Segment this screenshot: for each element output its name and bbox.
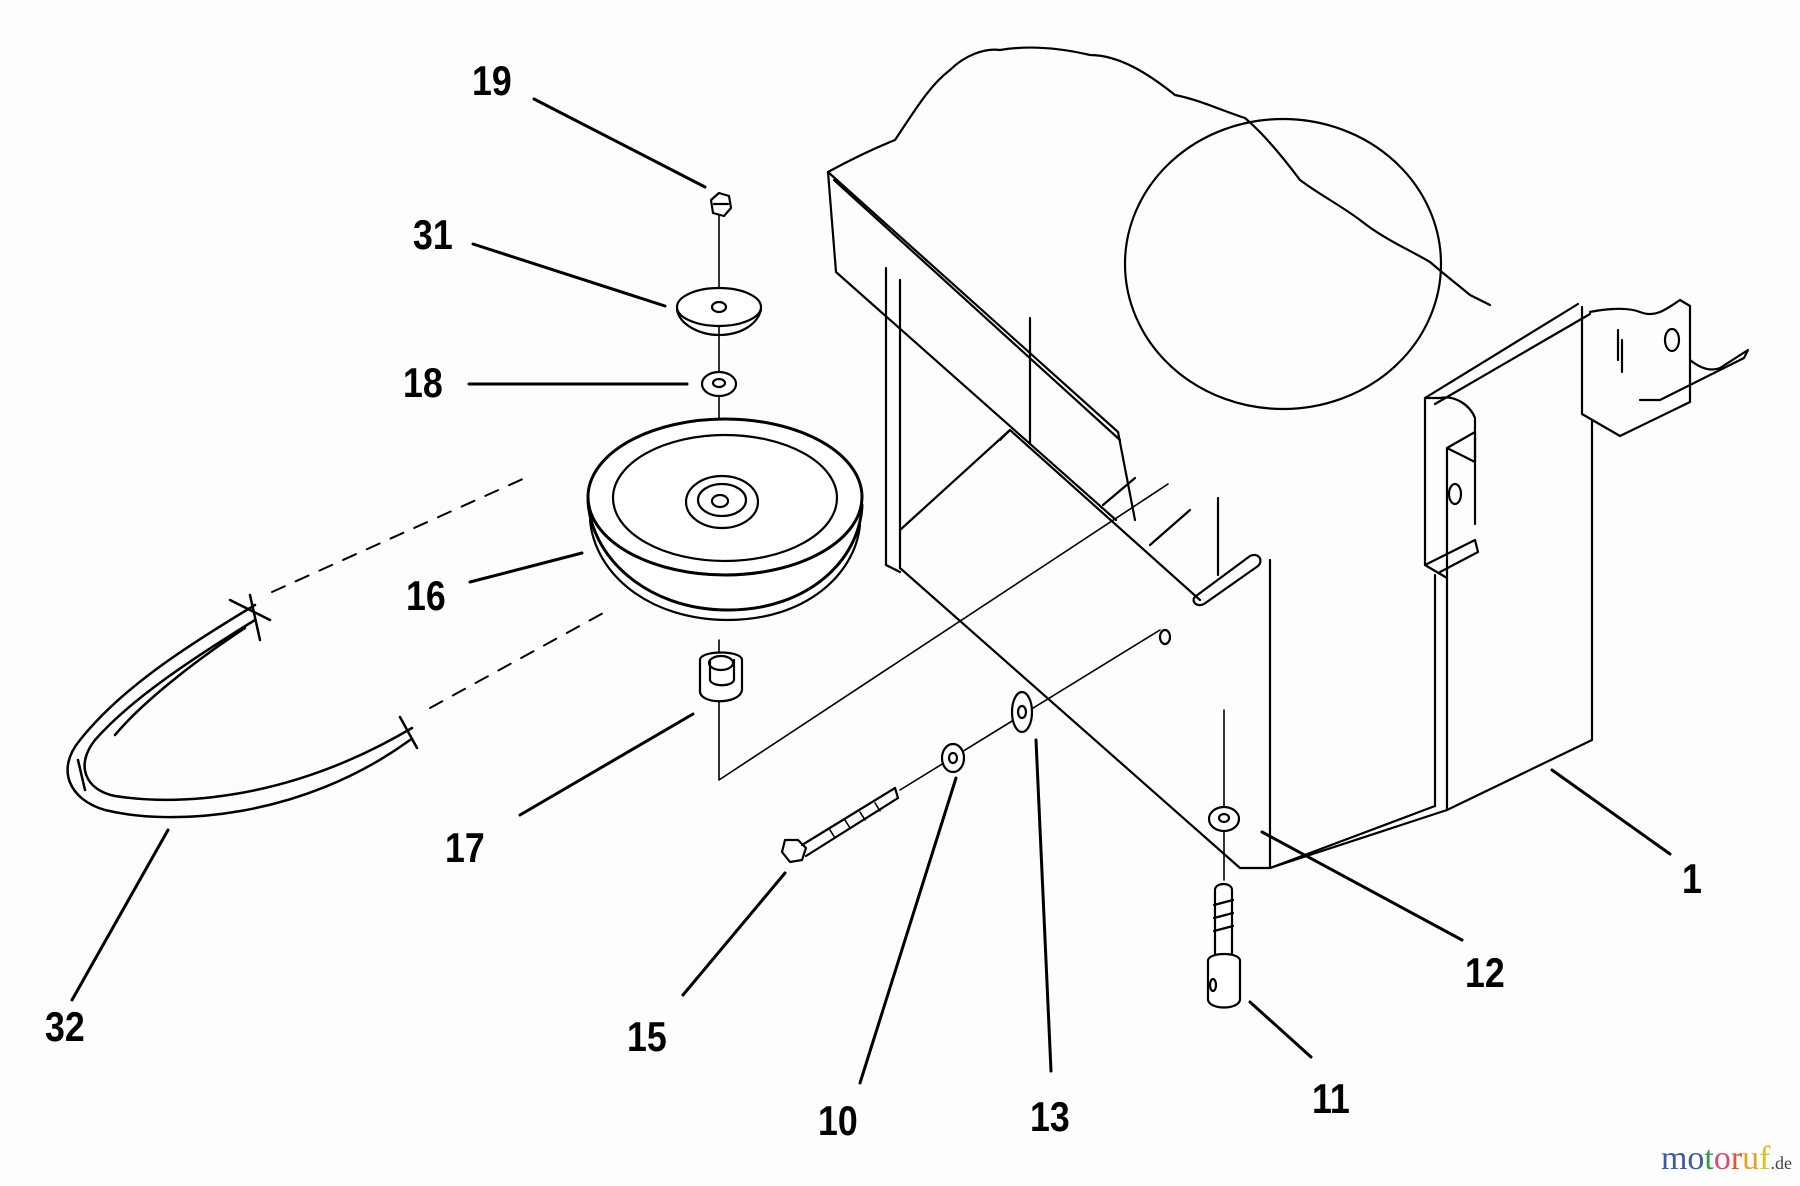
- logo-letter: r: [1730, 1140, 1743, 1177]
- bushing-part-17: [698, 651, 744, 703]
- callout-19: 19: [472, 57, 512, 104]
- callout-1: 1: [1682, 855, 1702, 902]
- callout-12: 12: [1465, 949, 1505, 996]
- leader-19: [532, 97, 707, 189]
- logo-letter: o: [1687, 1140, 1705, 1177]
- leader-17: [518, 712, 695, 817]
- engine-bracket-part-1: [826, 46, 1750, 870]
- right-flange: [1580, 298, 1692, 438]
- logo-tld: .de: [1770, 1153, 1793, 1173]
- left-flange: [1423, 396, 1477, 580]
- belt-guide-dashes: [271, 477, 606, 709]
- washer-part-18: [700, 370, 738, 398]
- washer-part-10: [940, 742, 966, 774]
- leader-10: [858, 776, 958, 1085]
- callout-13: 13: [1030, 1093, 1070, 1140]
- leader-11: [1248, 1000, 1313, 1059]
- callout-17: 17: [445, 824, 485, 871]
- logo-letter: u: [1742, 1140, 1760, 1177]
- nut-part-19: [709, 191, 733, 218]
- leader-31: [471, 242, 667, 308]
- leader-13: [1034, 738, 1053, 1073]
- callout-15: 15: [627, 1013, 667, 1060]
- bolt-hole: [1158, 628, 1172, 646]
- washer-part-12: [1207, 805, 1241, 833]
- leader-15: [681, 871, 787, 997]
- logo-letter: o: [1713, 1140, 1731, 1177]
- leader-1: [1550, 768, 1672, 856]
- bolt-part-15: [780, 786, 900, 864]
- leader-lines: [70, 97, 1672, 1085]
- callout-16: 16: [406, 572, 446, 619]
- leader-32: [70, 828, 170, 1002]
- callout-32: 32: [45, 1003, 85, 1050]
- leader-16: [468, 551, 584, 584]
- washer-part-13: [1010, 690, 1034, 734]
- engine-break-outline: [826, 46, 1492, 307]
- callout-10: 10: [818, 1097, 858, 1144]
- motoruf-watermark-logo: motoruf.de: [1661, 1142, 1792, 1176]
- callout-18: 18: [403, 359, 443, 406]
- logo-letter: t: [1704, 1140, 1714, 1177]
- bolt-part-11: [1206, 882, 1242, 1009]
- callout-31: 31: [413, 211, 453, 258]
- logo-letter: f: [1759, 1140, 1771, 1177]
- engine-mount-hole: [1123, 117, 1443, 411]
- callout-11: 11: [1312, 1075, 1350, 1122]
- logo-letter: m: [1660, 1140, 1688, 1177]
- belt-part-32: [66, 593, 419, 819]
- pulley-part-16: [586, 417, 864, 622]
- mount-slot: [1192, 553, 1262, 607]
- washer-part-31: [675, 286, 763, 337]
- leader-12: [1260, 830, 1464, 942]
